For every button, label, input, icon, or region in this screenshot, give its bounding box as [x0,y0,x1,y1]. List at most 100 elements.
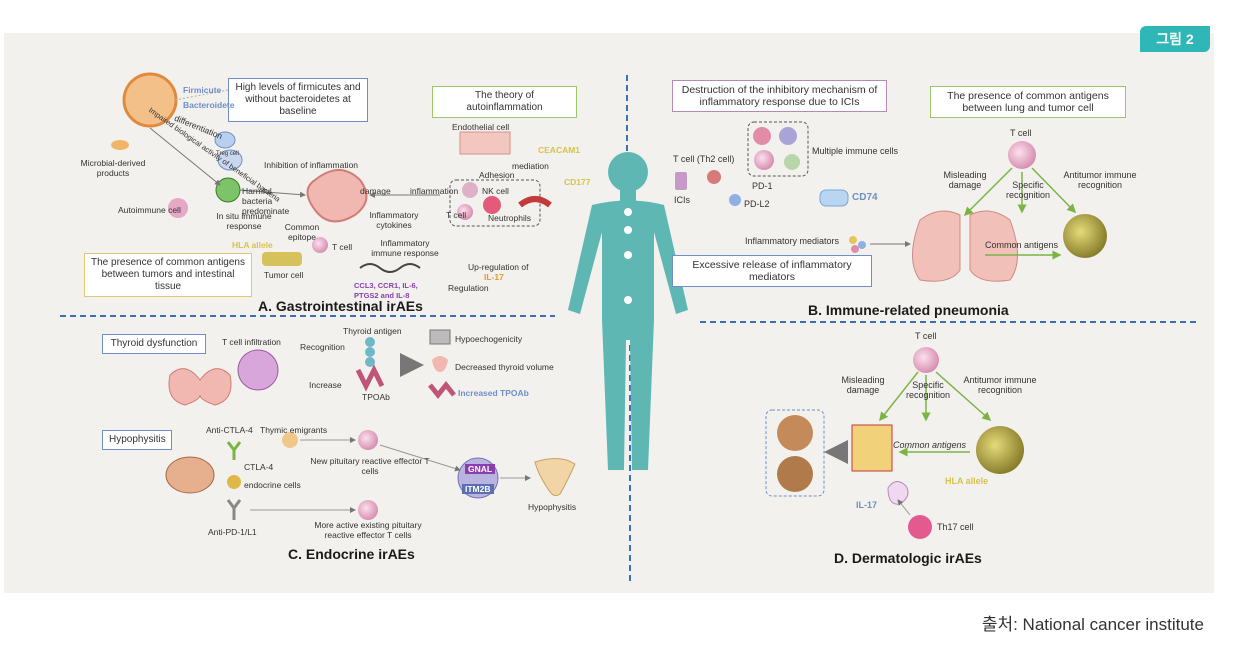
intestine-icon [306,169,368,223]
label-bacteroidete: Bacteroidete [183,100,235,110]
label-thymic: Thymic emigrants [260,425,328,435]
box-common-antigens-a: The presence of common antigens between … [84,253,252,297]
label-ceacam1: CEACAM1 [538,145,581,155]
label-neutrophils: Neutrophils [488,213,531,223]
label-autoimmune: Autoimmune cell [118,205,181,215]
skin-lesion-icon-2 [777,456,813,492]
treg-cell-icon-2 [217,149,243,171]
label-tumor-cell-a: Tumor cell [264,270,304,280]
box-thyroid: Thyroid dysfunction [102,334,206,354]
immune-cell-icon-4 [784,154,800,170]
human-body-icon [568,152,688,470]
immune-cell-icon-3 [754,150,774,170]
t-cell-icon-a [312,237,328,253]
label-t-infiltration: T cell infiltration [222,337,281,347]
tumor-cluster-icon-b [1063,214,1107,258]
label-itm2b: ITM2B [462,484,494,494]
endocrine-cell-icon [227,475,241,489]
label-cytokines: Inflammatory cytokines [369,210,419,230]
box-autoinflammation: The theory of autoinflammation [432,86,577,118]
label-treg: Treg cell [216,151,239,157]
label-decreased: Decreased thyroid volume [455,362,554,372]
section-title-a: A. Gastrointestinal irAEs [258,298,423,314]
section-title-c: C. Endocrine irAEs [288,546,415,562]
immune-cell-icon-2 [779,127,797,145]
t-cell-icon-a2 [457,204,473,220]
tumor-cluster-icon-d [976,426,1024,474]
label-cd177: CD177 [564,177,591,187]
label-adhesion: Adhesion [479,170,515,180]
label-thyroid-antigen: Thyroid antigen [343,326,402,336]
label-in-situ: In situ immune response [216,211,272,231]
label-damage: damage [360,186,391,196]
hypoechogenicity-icon [429,329,451,345]
label-increased-tpoab: Increased TPOAb [458,388,529,398]
immune-cells-group [747,121,809,177]
tpoab-icon [355,364,385,392]
label-cd74: CD74 [852,192,878,203]
pituitary-gland-icon [534,458,576,497]
label-antitumor-b: Antitumor immune recognition [1063,170,1137,190]
t-cell-icon-b [1008,141,1036,169]
thymic-emigrant-icon [282,432,298,448]
label-th2: T cell (Th2 cell) [673,154,735,164]
label-mediation: mediation [512,161,549,171]
label-pd1: PD-1 [752,181,773,191]
label-hypoechogenicity: Hypoechogenicity [455,334,523,344]
microbial-products-icon [111,140,129,150]
nk-cell-icon [462,182,478,198]
label-specific-b: Specific recognition [1005,180,1051,200]
label-more-active: More active existing pituitary reactive … [314,520,422,540]
box-hypophysitis: Hypophysitis [102,430,172,450]
brain-icon [165,456,215,494]
section-title-b: B. Immune-related pneumonia [808,302,1009,318]
lungs-icon [912,210,1018,282]
neutrophil-icon [483,196,501,214]
endothelial-cell-icon [459,131,511,155]
tumor-cell-icon [262,252,302,266]
label-misleading-d: Misleading damage [841,375,885,395]
label-gnal: GNAL [465,464,496,474]
pituitary-tcell-icon [358,430,378,450]
label-immune-response: Inflammatory immune response [371,238,439,258]
label-increase: Increase [309,380,342,390]
pdl2-icon [729,194,741,206]
label-antitumor-d: Antitumor immune recognition [963,375,1037,395]
label-upregulation: Up-regulation of [468,262,529,272]
treg-cell-icon [214,131,236,149]
label-ctla4: CTLA-4 [244,462,274,472]
vessel-icon [518,196,552,208]
label-misleading-b: Misleading damage [943,170,987,190]
label-common-antigens-b: Common antigens [985,240,1059,250]
label-tpoab: TPOAb [362,392,390,402]
label-genes: CCL3, CCR1, IL-6, PTGS2 and IL-8 [354,281,418,300]
label-new-pituitary: New pituitary reactive effector T cells [310,456,430,476]
dna-icon [359,263,421,273]
box-firmicutes: High levels of firmicutes and without ba… [228,78,368,122]
mediator-dots-icon [849,236,866,253]
skin-lesion-icon-1 [777,415,813,451]
label-il17-a: IL-17 [484,272,504,282]
decreased-thyroid-icon [432,356,448,372]
existing-tcell-icon [358,500,378,520]
label-tcell-b: T cell [1010,128,1032,138]
infiltration-icon [237,349,279,391]
autoimmune-cell-icon [168,198,188,218]
label-hla-a: HLA allele [232,240,273,250]
label-hla-d: HLA allele [945,476,989,486]
label-multiple: Multiple immune cells [812,146,899,156]
label-th17: Th17 cell [937,522,974,532]
label-endocrine: endocrine cells [244,480,301,490]
il17-receptor-icon [887,481,909,505]
th17-cell-icon [908,515,932,539]
label-hypophysitis: Hypophysitis [528,502,577,512]
label-common-antigens-d: Common antigens [893,440,967,450]
label-pdl2: PD-L2 [744,199,770,209]
source-caption: 출처: National cancer institute [981,615,1204,634]
harmful-bacteria-icon [215,177,241,203]
cd74-icon [819,189,849,207]
anti-pd1-icon [226,499,242,520]
skin-layer-icon [851,424,893,472]
ctla4-icon [226,441,242,460]
